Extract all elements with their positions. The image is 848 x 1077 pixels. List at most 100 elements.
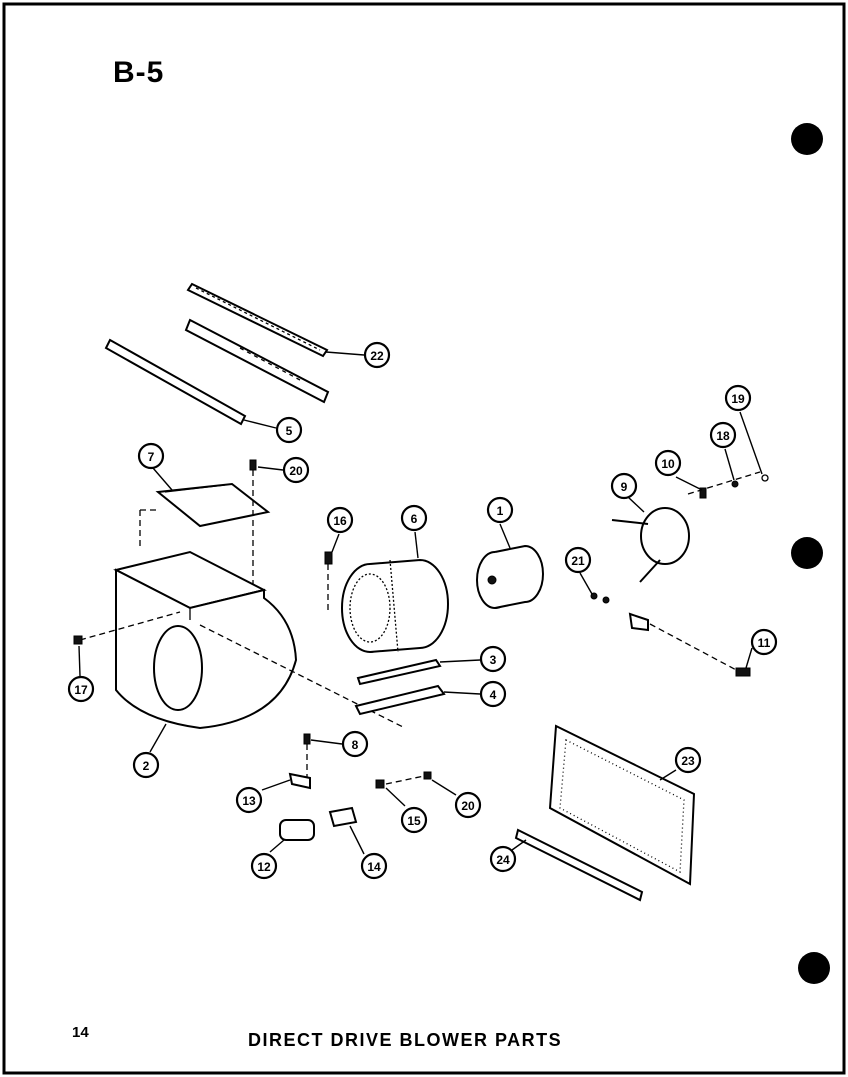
callout-number: 23 <box>681 754 695 768</box>
callout-circle <box>250 852 278 880</box>
callout-8: 8 <box>341 730 369 758</box>
part-24-strip <box>514 828 644 902</box>
part-13-clip <box>288 772 311 790</box>
callout-circle <box>235 786 263 814</box>
part-10-clip <box>699 487 707 499</box>
callout-number: 17 <box>74 683 88 697</box>
callout-22: 22 <box>363 341 391 369</box>
part-2-blower-housing <box>79 550 406 730</box>
callout-21: 21 <box>564 546 592 574</box>
callout-number: 21 <box>571 554 585 568</box>
part-5-channel <box>184 318 330 404</box>
part-14-clamp <box>328 806 358 828</box>
assembly-line-9 <box>687 471 761 495</box>
callout-number: 10 <box>661 457 675 471</box>
callout-circle <box>654 449 682 477</box>
callout-23: 23 <box>674 746 702 774</box>
diagram-caption: DIRECT DRIVE BLOWER PARTS <box>248 1030 563 1050</box>
callout-circle <box>137 442 165 470</box>
part-7-plate <box>155 482 271 528</box>
part-15-fastener <box>375 779 385 789</box>
part-1-motor <box>476 544 544 609</box>
part-23-filter <box>548 724 696 886</box>
callout-circle <box>479 645 507 673</box>
page-label: B-5 <box>113 56 165 89</box>
callout-number: 5 <box>286 424 293 438</box>
callout-19: 19 <box>724 384 752 412</box>
callout-number: 12 <box>257 860 271 874</box>
callout-number: 6 <box>411 512 418 526</box>
callout-circle <box>750 628 778 656</box>
callout-number: 11 <box>758 636 771 650</box>
callout-circle <box>326 506 354 534</box>
callout-4: 4 <box>479 680 507 708</box>
callout-number: 20 <box>289 464 303 478</box>
callout-circle <box>479 680 507 708</box>
callout-16: 16 <box>326 506 354 534</box>
callout-5: 5 <box>275 416 303 444</box>
callout-7: 7 <box>137 442 165 470</box>
callout-number: 18 <box>716 429 730 443</box>
callout-9: 9 <box>610 472 638 500</box>
callout-number: 8 <box>352 738 359 752</box>
callout-12: 12 <box>250 852 278 880</box>
part-9-motor-mount <box>611 507 690 583</box>
part-18-nut <box>731 480 739 488</box>
callout-circle <box>610 472 638 500</box>
part-22-rail <box>186 282 329 358</box>
callout-number: 9 <box>621 480 628 494</box>
part-21-washer <box>602 596 610 604</box>
part-12-capacitor <box>279 819 315 841</box>
callout-number: 2 <box>143 759 150 773</box>
callout-circle <box>360 852 388 880</box>
callout-circle <box>363 341 391 369</box>
part-20-screw-top <box>249 459 257 590</box>
callout-1: 1 <box>486 496 514 524</box>
callout-14: 14 <box>360 852 388 880</box>
callout-circle <box>724 384 752 412</box>
callout-circle <box>486 496 514 524</box>
callout-20: 20 <box>454 791 482 819</box>
binder-hole-middle <box>791 537 823 569</box>
callout-circle <box>400 504 428 532</box>
callout-number: 22 <box>370 349 384 363</box>
part-8-screw <box>303 733 311 780</box>
callout-circle <box>454 791 482 819</box>
callout-6: 6 <box>400 504 428 532</box>
callout-circle <box>67 675 95 703</box>
part-16-screw <box>324 551 333 612</box>
callout-20: 20 <box>282 456 310 484</box>
part-6-blower-wheel <box>341 558 449 653</box>
callout-18: 18 <box>709 421 737 449</box>
callout-number: 15 <box>407 814 421 828</box>
callout-circle <box>489 845 517 873</box>
callout-24: 24 <box>489 845 517 873</box>
assembly-line-11 <box>649 623 741 673</box>
callout-circle <box>282 456 310 484</box>
callout-number: 14 <box>367 860 381 874</box>
callout-10: 10 <box>654 449 682 477</box>
callout-number: 20 <box>461 799 475 813</box>
callout-circle <box>564 546 592 574</box>
part-19-ring <box>761 474 769 482</box>
leader-lines <box>78 351 763 855</box>
callout-number: 1 <box>497 504 504 518</box>
part-3-strip <box>356 658 442 686</box>
page-number: 14 <box>72 1024 89 1041</box>
callout-number: 13 <box>242 794 256 808</box>
part-11-screw <box>735 667 751 677</box>
callout-circle <box>674 746 702 774</box>
callout-2: 2 <box>132 751 160 779</box>
callout-11: 11 <box>750 628 778 656</box>
part-4-bracket <box>354 684 446 716</box>
part-11-bracket <box>628 612 649 632</box>
part-5-rail <box>104 338 247 426</box>
callout-15: 15 <box>400 806 428 834</box>
callout-circle <box>275 416 303 444</box>
callout-circle <box>400 806 428 834</box>
binder-hole-top <box>791 123 823 155</box>
